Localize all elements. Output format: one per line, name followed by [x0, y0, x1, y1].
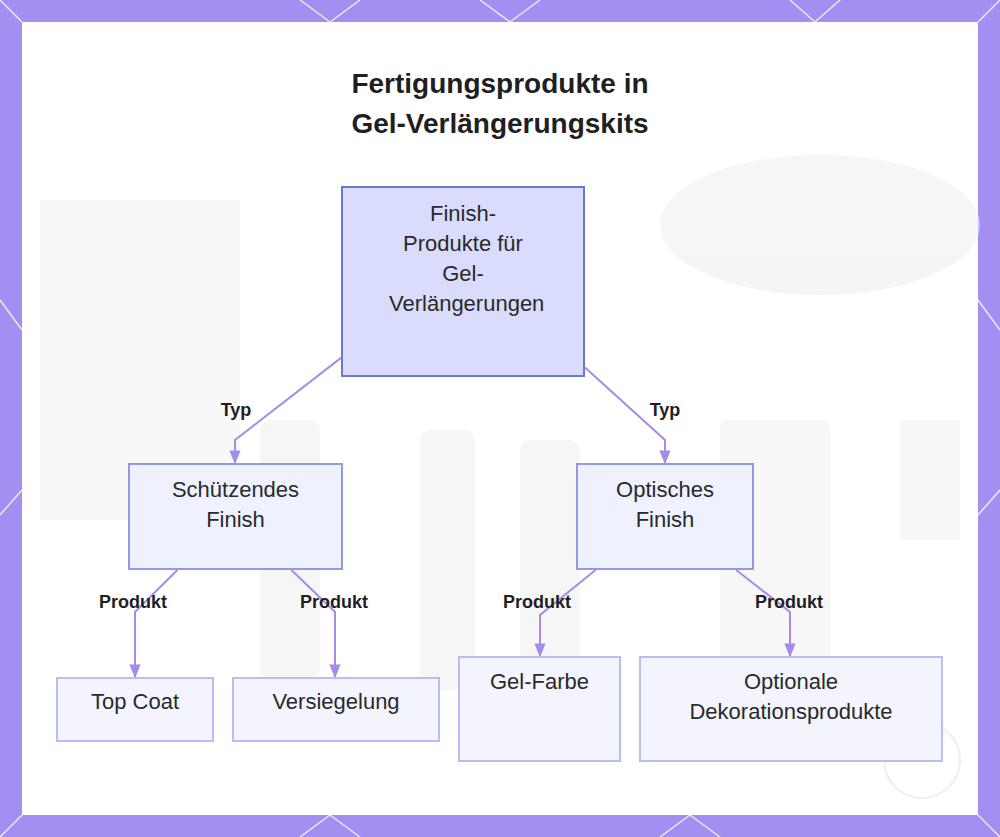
node-text: Finish-Produkte für Gel-Verlängerungen	[389, 199, 537, 319]
process-box: Gel-Farbe	[458, 656, 621, 762]
node-text: Versiegelung	[241, 687, 431, 717]
node-text: Optisches Finish	[595, 475, 735, 535]
edge-label: Produkt	[503, 592, 571, 613]
connector-arrow	[291, 570, 335, 677]
node-text: Top Coat	[65, 687, 205, 717]
faded-photo	[40, 155, 980, 700]
edge-label: Typ	[221, 400, 252, 421]
edge-label: Typ	[650, 400, 681, 421]
edge-label: Produkt	[300, 592, 368, 613]
node-text: Optionale Dekorationsprodukte	[660, 667, 922, 727]
edge-label: Produkt	[99, 592, 167, 613]
connector-arrow	[135, 570, 177, 677]
connector-arrow	[736, 570, 790, 656]
diagram-title: Fertigungsprodukte in Gel-Verlängerungsk…	[340, 64, 660, 144]
connector-arrow	[540, 570, 596, 656]
process-box: Schützendes Finish	[128, 463, 343, 570]
process-box: Optionale Dekorationsprodukte	[639, 656, 943, 762]
process-box: Optisches Finish	[576, 463, 754, 570]
node-text: Schützendes Finish	[156, 475, 316, 535]
canvas	[22, 22, 978, 815]
process-box: Top Coat	[56, 677, 214, 742]
edge-label: Produkt	[755, 592, 823, 613]
process-box: Finish-Produkte für Gel-Verlängerungen	[341, 186, 585, 377]
process-box: Versiegelung	[232, 677, 440, 742]
node-text: Gel-Farbe	[467, 667, 612, 697]
